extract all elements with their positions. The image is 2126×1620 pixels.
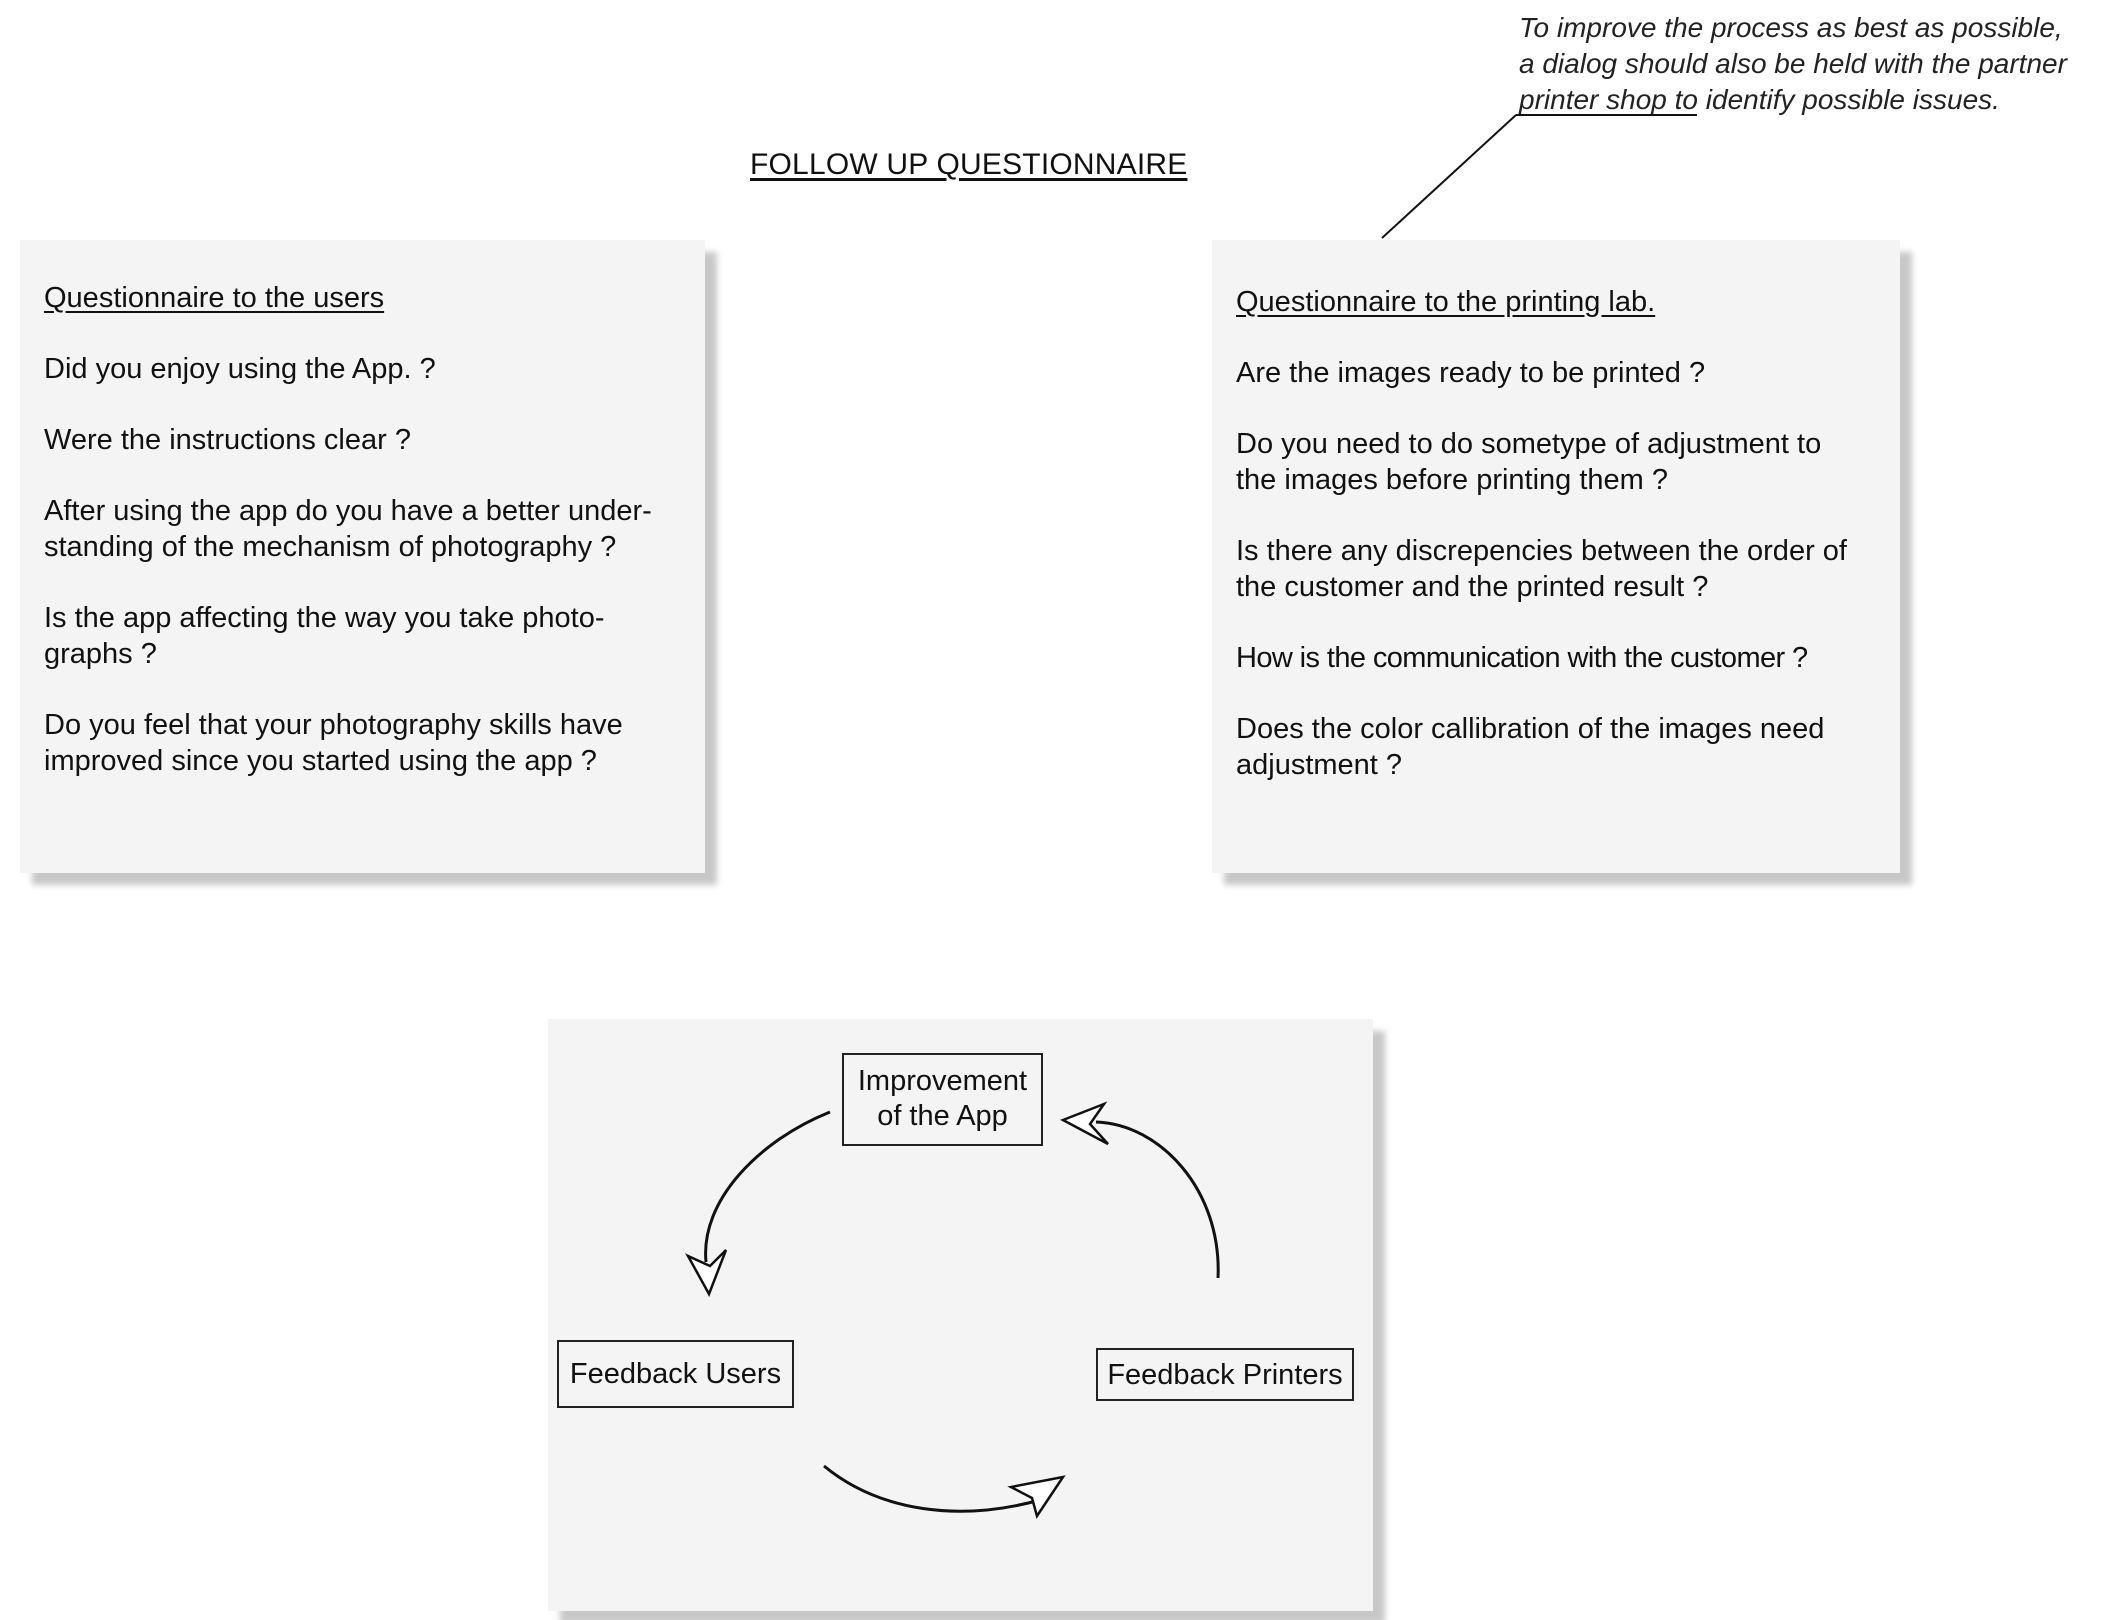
lab-question: Do you need to do sometype of adjustment…: [1236, 428, 1822, 496]
users-card-title: Questionnaire to the users: [44, 282, 385, 314]
lab-question: Are the images ready to be printed ?: [1236, 357, 1706, 389]
annotation-note: To improve the process as best as possib…: [1519, 10, 2119, 118]
lab-question: Does the color callibration of the image…: [1236, 713, 1825, 781]
lab-card-title: Questionnaire to the printing lab.: [1236, 286, 1656, 318]
node-feedback-users: Feedback Users: [557, 1340, 794, 1408]
node-improvement-line: Improvement: [857, 1065, 1028, 1097]
users-question: Were the instructions clear ?: [44, 424, 411, 456]
users-question: Do you feel that your photography skills…: [44, 709, 623, 777]
page-title: FOLLOW UP QUESTIONNAIRE: [750, 148, 1188, 181]
node-improvement-line: of the App: [877, 1100, 1008, 1132]
annotation-line: a dialog should also be held with the pa…: [1519, 48, 2067, 79]
annotation-pointer-line: [1381, 114, 1517, 239]
lab-question: How is the communication with the custom…: [1236, 642, 1808, 674]
lab-questionnaire-card: Questionnaire to the printing lab. Are t…: [1212, 240, 1900, 873]
lab-question: Is there any discrepencies between the o…: [1236, 535, 1847, 603]
users-question: Is the app affecting the way you take ph…: [44, 602, 605, 670]
users-question: After using the app do you have a better…: [44, 495, 652, 563]
users-questionnaire-card: Questionnaire to the users Did you enjoy…: [20, 240, 705, 873]
annotation-line: printer shop to identify possible issues…: [1519, 84, 2000, 115]
node-feedback-printers: Feedback Printers: [1096, 1348, 1354, 1401]
node-improvement-of-app: Improvement of the App: [842, 1053, 1043, 1146]
annotation-line: To improve the process as best as possib…: [1519, 12, 2063, 43]
users-question: Did you enjoy using the App. ?: [44, 353, 436, 385]
